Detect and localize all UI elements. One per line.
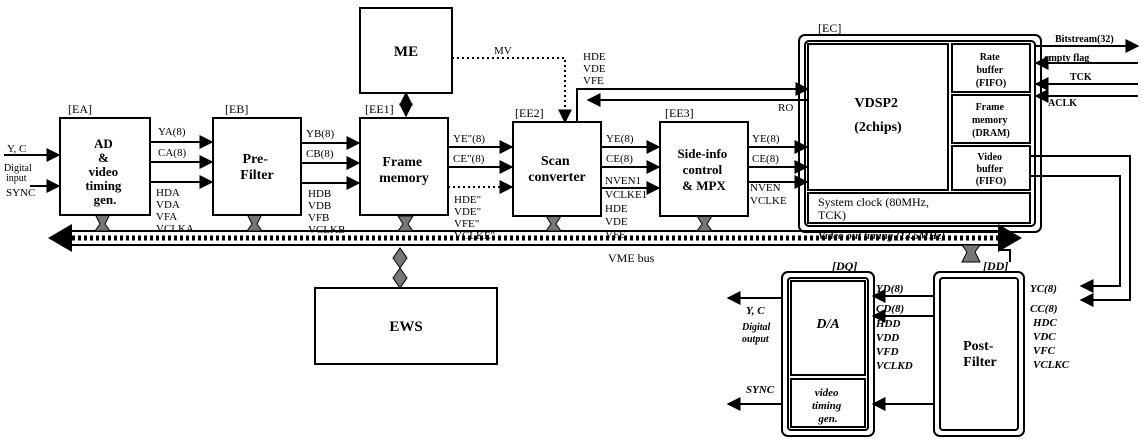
ee1-label: Frame memory [379,155,429,186]
ec-outer [798,34,1042,233]
empty-flag-label: empty flag [1044,53,1089,64]
video-out-timing-label: Video out timing (13.5MHz) [818,230,945,242]
vdsp2-block [807,43,949,191]
bus-taps [94,150,981,289]
dq-inner [787,277,869,431]
ee2-block [512,121,602,217]
dq-in-labels: YD(8) CD(8) HDD VDD VFD VCLKD [875,283,913,372]
system-clock-block [807,192,1031,224]
dd-outer [933,271,1025,437]
ec-tag: [EC] [818,21,841,35]
dq-outer [781,271,875,437]
rate-buffer-block [951,43,1031,93]
mv-label: MV [494,45,512,57]
ea-block [59,117,151,216]
dd-label: Post- Filter [963,339,997,370]
ee2-top-timing-labels: HDE VDE VFE [583,51,608,87]
ce-quote-label: CE"(8) [453,153,485,165]
ee2-out-timing-labels: NVEN1 VCLKE1 HDE VDE VFE [605,175,650,241]
dd-inner [939,277,1019,431]
video-buffer-block [951,145,1031,191]
rate-buffer-label: Rate buffer (FIFO) [976,52,1007,89]
ee3-tag: [EE3] [665,106,694,120]
ec-inner [804,40,1036,227]
ee3-ye-label: YE(8) [752,133,780,145]
ro-label: RO [778,102,793,114]
input-yc-label: Y, C [7,143,26,155]
output-digital-label: Digital [741,322,771,333]
input-sync-label: SYNC [6,187,35,199]
video-timing-gen-block [790,378,866,428]
eb-label: Pre- Filter [240,152,273,183]
ee3-label: Side-info control & MPX [677,146,730,193]
ee1-block [359,117,449,216]
input-input-label: input [6,173,27,184]
ee1-timing-labels: HDE" VDE" VFE" VCLKE" [454,194,495,242]
input-digital-label: Digital [4,163,32,174]
eb-timing-labels: HDB VDB VFB VCLKB [308,188,345,236]
eb-block [212,117,302,216]
ya-label: YA(8) [158,126,186,138]
ee2-tag: [EE2] [515,106,544,120]
system-clock-label: System clock (80MHz, TCK) [818,195,932,222]
ee3-block [659,121,749,217]
vdsp2-label: VDSP2 (2chips) [854,96,902,135]
yb-label: YB(8) [306,128,334,140]
da-label: D/A [815,317,839,332]
tck-label: TCK [1070,72,1092,83]
ca-label: CA(8) [158,147,186,159]
output-output-label: output [742,334,770,345]
ee2-label: Scan converter [528,154,586,185]
video-buffer-label: Video buffer (FIFO) [976,152,1007,187]
frame-memory-dram-block [951,94,1031,144]
me-block [359,7,453,94]
ews-label: EWS [389,319,422,335]
ea-timing-labels: HDA VDA VFA VCLKA [156,187,194,235]
dq-tag: [DQ] [832,259,857,273]
dd-in-labels: YC(8) CC(8) HDC VDC VFC VCLKC [1030,283,1070,371]
da-block [790,280,866,376]
ee3-timing-labels: NVEN VCLKE [750,182,787,207]
ee2-ye-label: YE(8) [606,133,634,145]
ee3-ce-label: CE(8) [752,153,779,165]
cb-label: CB(8) [306,148,334,160]
frame-memory-dram-label: Frame memory (DRAM) [972,102,1010,139]
bitstream-label: Bitstream(32) [1055,34,1114,45]
ye-quote-label: YE"(8) [453,133,485,145]
video-timing-gen-label: video timing gen. [812,387,844,425]
eb-tag: [EB] [225,102,248,116]
output-sync-label: SYNC [746,384,775,396]
dd-tag: [DD] [983,259,1008,273]
vme-bus-label: VME bus [608,251,655,265]
ee2-ce-label: CE(8) [606,153,633,165]
ee1-tag: [EE1] [365,102,394,116]
ea-tag: [EA] [68,102,92,116]
aclk-label: ACLK [1048,98,1077,109]
me-label: ME [394,44,418,60]
ea-label: AD & video timing gen. [85,136,124,207]
ews-block [314,287,498,365]
output-yc-label: Y, C [746,305,765,317]
